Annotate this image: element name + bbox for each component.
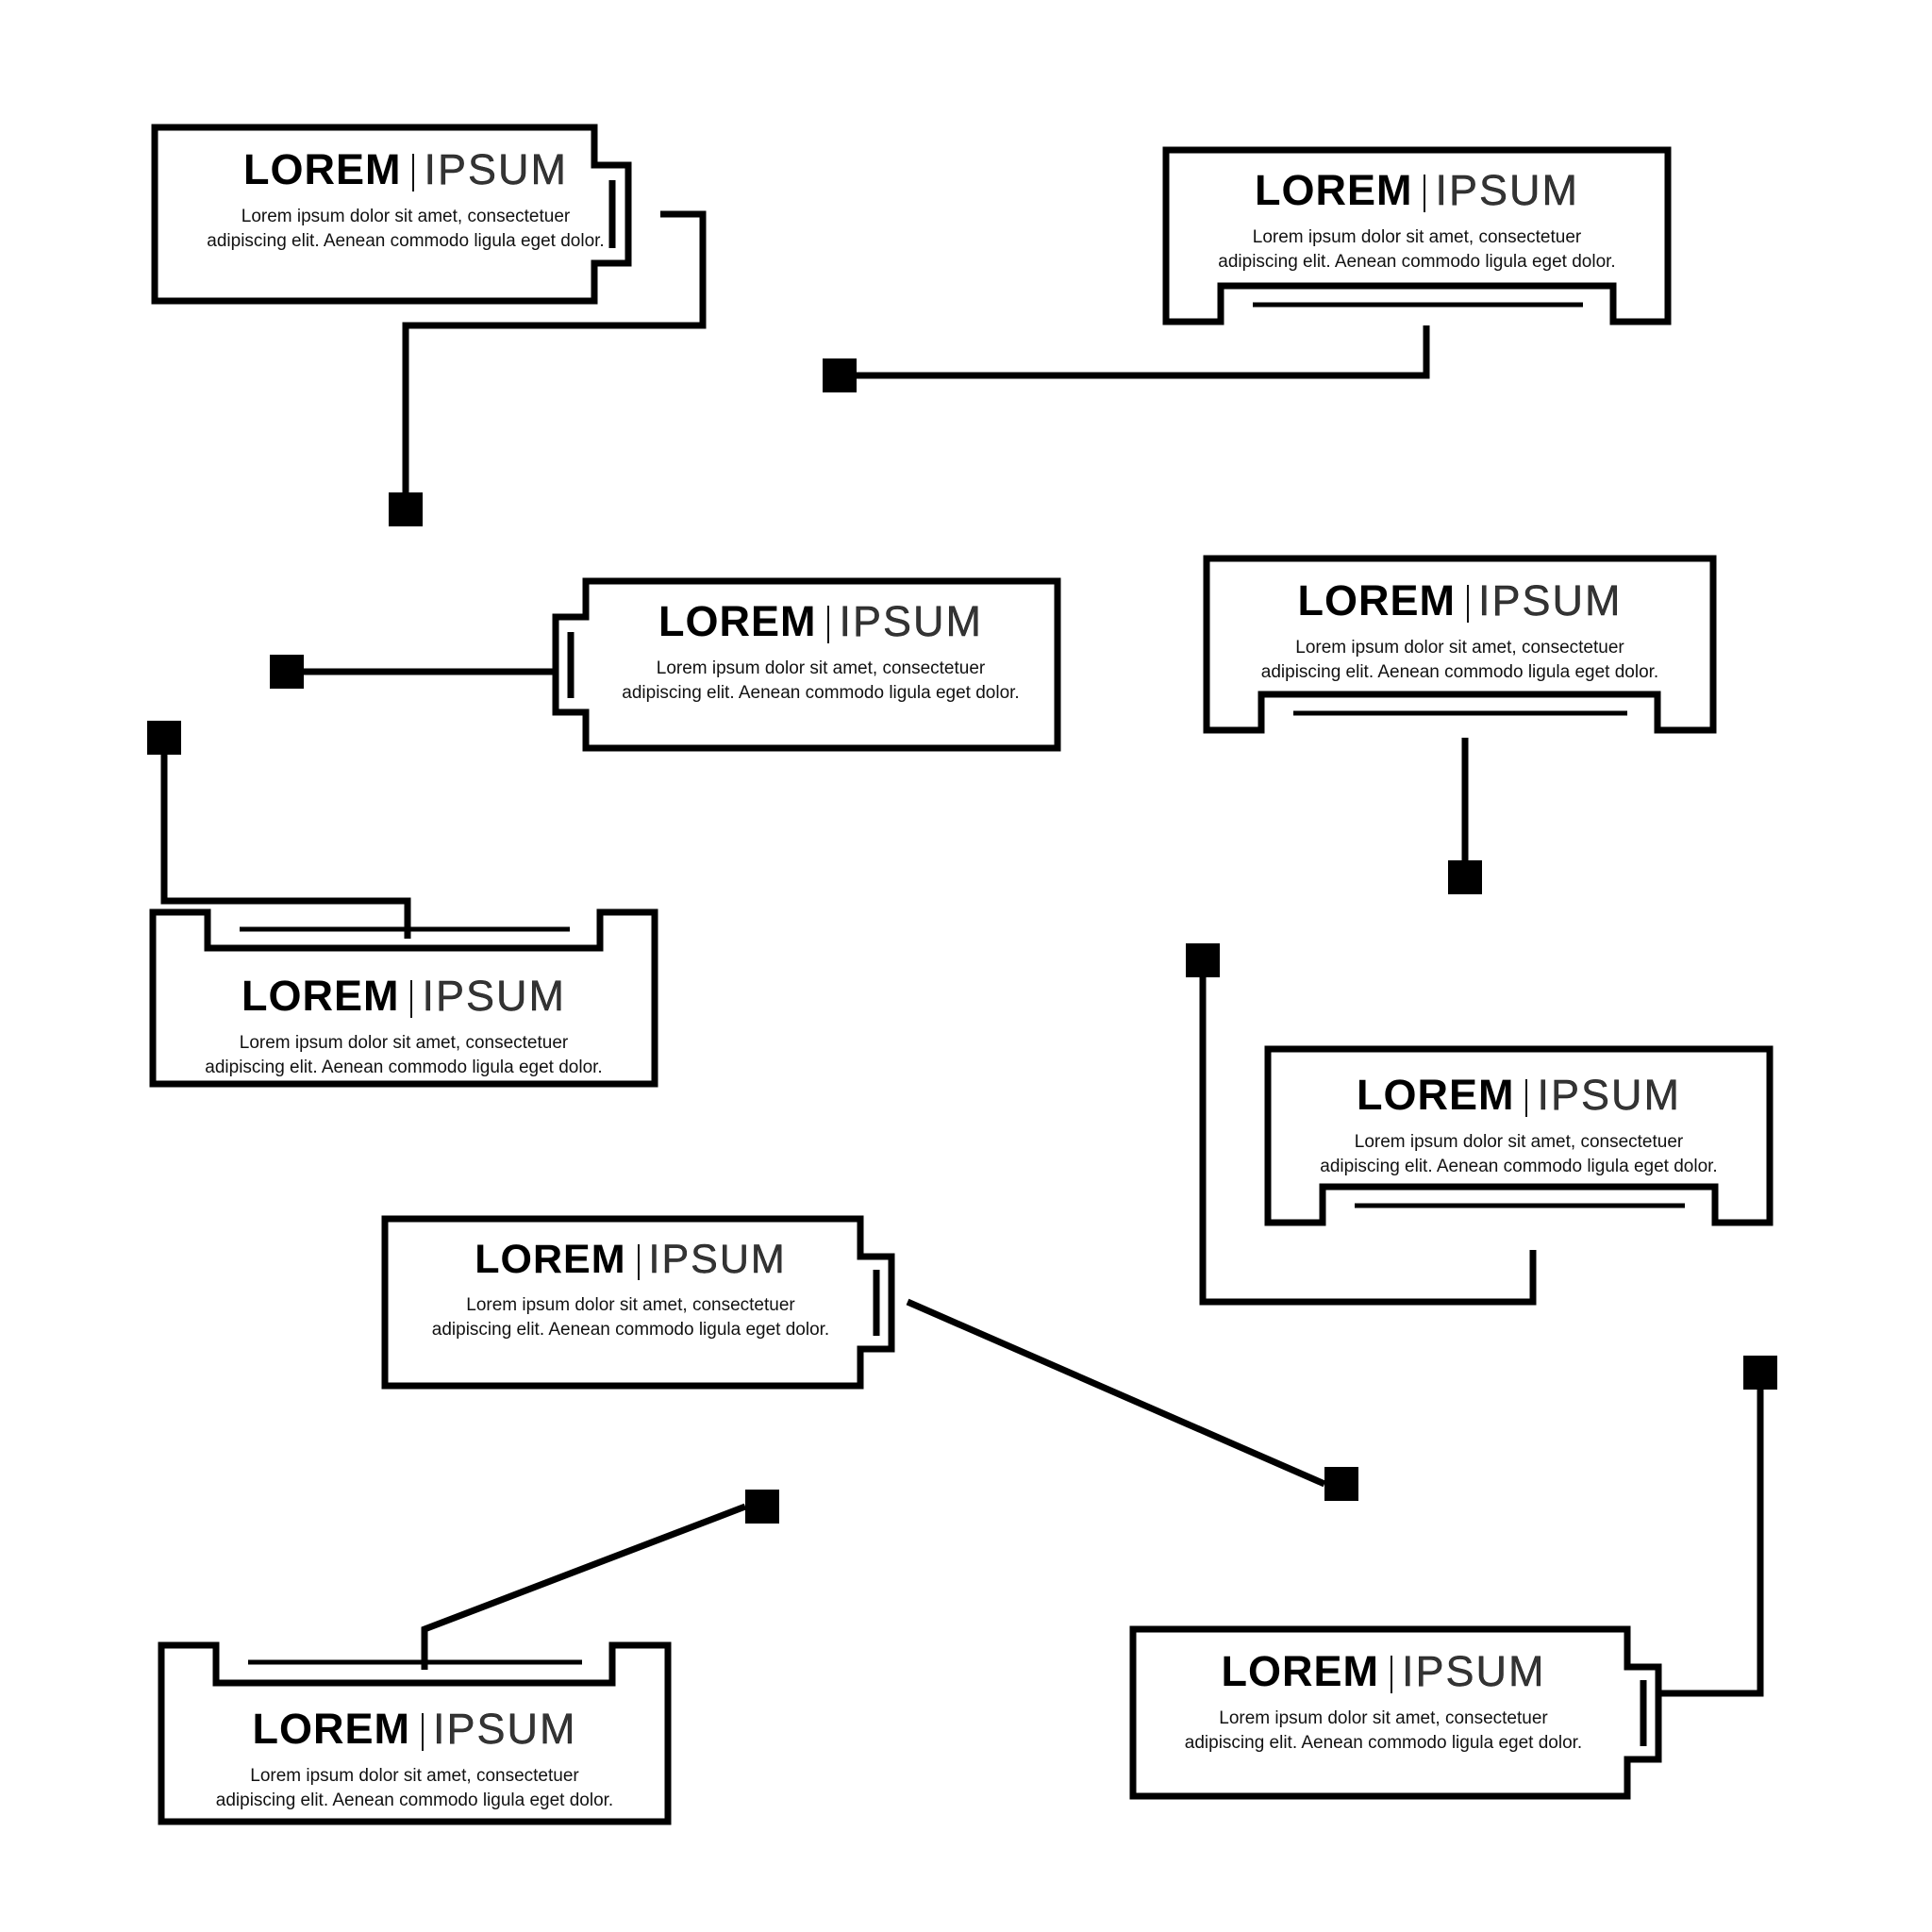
card-middle-right-title: LOREM IPSUM [1203,576,1717,625]
card-middle-left-title: LOREM IPSUM [580,597,1061,645]
node-square-h [745,1490,779,1524]
card-middle-right-title-thin: IPSUM [1477,576,1623,625]
card-lower-left-title-thin: IPSUM [422,972,566,1020]
card-bottom-right-frame [1129,1625,1662,1800]
node-square-a [389,492,423,526]
card-bottom-center-body-line1: Lorem ipsum dolor sit amet, consectetuer [466,1295,795,1315]
card-middle-right[interactable]: LOREM IPSUM Lorem ipsum dolor sit amet, c… [1203,555,1717,734]
card-bottom-left-title: LOREM IPSUM [158,1705,672,1753]
card-bottom-right-body-line1: Lorem ipsum dolor sit amet, consectetuer [1219,1708,1548,1729]
card-lower-right-title-thin: IPSUM [1537,1071,1681,1119]
node-square-d [147,721,181,755]
card-lower-right-title-bold: LOREM [1356,1071,1515,1119]
card-lower-left-body-line2: adipiscing elit. Aenean commodo ligula e… [205,1057,603,1077]
card-bottom-right-title: LOREM IPSUM [1105,1647,1662,1695]
card-top-right-title-bold: LOREM [1254,166,1413,214]
card-top-right-frame [1162,146,1672,325]
card-bottom-left-body-line1: Lorem ipsum dolor sit amet, consectetuer [250,1766,579,1787]
node-square-i [1743,1356,1777,1390]
card-top-right-body-line1: Lorem ipsum dolor sit amet, consectetuer [1252,227,1582,248]
card-middle-right-title-bold: LOREM [1297,576,1456,625]
card-middle-right-frame [1203,555,1717,734]
card-lower-right[interactable]: LOREM IPSUM Lorem ipsum dolor sit amet, c… [1264,1045,1774,1226]
card-bottom-center-frame [381,1215,895,1390]
node-square-c [270,655,304,689]
card-bottom-center-body-line2: adipiscing elit. Aenean commodo ligula e… [431,1319,830,1340]
card-bottom-right[interactable]: LOREM IPSUM Lorem ipsum dolor sit amet, c… [1129,1625,1662,1800]
node-square-b [823,358,857,392]
card-middle-right-body-line2: adipiscing elit. Aenean commodo ligula e… [1260,661,1659,682]
card-lower-left-frame [149,908,658,1088]
card-middle-left-body-line2: adipiscing elit. Aenean commodo ligula e… [622,682,1020,703]
card-lower-right-frame [1264,1045,1774,1226]
card-middle-left[interactable]: LOREM IPSUM Lorem ipsum dolor sit amet, c… [552,577,1061,752]
card-lower-left[interactable]: LOREM IPSUM Lorem ipsum dolor sit amet, c… [149,908,658,1088]
card-middle-left-frame [552,577,1061,752]
card-middle-right-body-line1: Lorem ipsum dolor sit amet, consectetuer [1295,638,1624,658]
card-top-right-title: LOREM IPSUM [1162,166,1672,214]
card-top-left-title-thin: IPSUM [424,145,568,193]
card-bottom-right-title-bold: LOREM [1221,1647,1379,1695]
card-top-left-body-line2: adipiscing elit. Aenean commodo ligula e… [207,230,605,251]
node-square-e [1448,860,1482,894]
card-bottom-center-title: LOREM IPSUM [366,1237,895,1282]
card-bottom-left-frame [158,1641,672,1825]
card-lower-right-title: LOREM IPSUM [1264,1071,1774,1119]
card-lower-left-title-bold: LOREM [241,972,400,1020]
card-lower-left-body-line1: Lorem ipsum dolor sit amet, consectetuer [239,1033,569,1054]
card-bottom-left-title-thin: IPSUM [432,1705,577,1753]
card-top-right-title-thin: IPSUM [1435,166,1579,214]
card-bottom-left[interactable]: LOREM IPSUM Lorem ipsum dolor sit amet, c… [158,1641,672,1825]
card-bottom-center-title-thin: IPSUM [648,1237,787,1282]
card-middle-left-title-bold: LOREM [658,597,817,645]
card-bottom-left-title-bold: LOREM [252,1705,410,1753]
node-square-g [1324,1467,1358,1501]
card-bottom-right-title-thin: IPSUM [1401,1647,1546,1695]
card-lower-right-body-line2: adipiscing elit. Aenean commodo ligula e… [1320,1156,1718,1176]
card-top-left[interactable]: LOREM IPSUM Lorem ipsum dolor sit amet, c… [151,124,660,305]
card-middle-left-title-thin: IPSUM [839,597,983,645]
card-bottom-center[interactable]: LOREM IPSUM Lorem ipsum dolor sit amet, c… [381,1215,895,1390]
node-square-f [1186,943,1220,977]
card-bottom-left-body-line2: adipiscing elit. Aenean commodo ligula e… [215,1790,614,1810]
card-bottom-center-title-bold: LOREM [475,1237,626,1282]
card-top-right[interactable]: LOREM IPSUM Lorem ipsum dolor sit amet, c… [1162,146,1672,325]
card-middle-left-body-line1: Lorem ipsum dolor sit amet, consectetuer [656,658,986,679]
card-top-left-title-bold: LOREM [242,145,402,193]
card-bottom-right-body-line2: adipiscing elit. Aenean commodo ligula e… [1184,1732,1583,1753]
card-top-left-frame [151,124,632,305]
card-lower-left-title: LOREM IPSUM [149,972,658,1020]
card-top-right-body-line2: adipiscing elit. Aenean commodo ligula e… [1218,251,1616,272]
card-top-left-title: LOREM IPSUM [151,148,660,192]
card-top-left-body-line1: Lorem ipsum dolor sit amet, consectetuer [241,207,571,227]
card-lower-right-body-line1: Lorem ipsum dolor sit amet, consectetuer [1354,1132,1684,1153]
